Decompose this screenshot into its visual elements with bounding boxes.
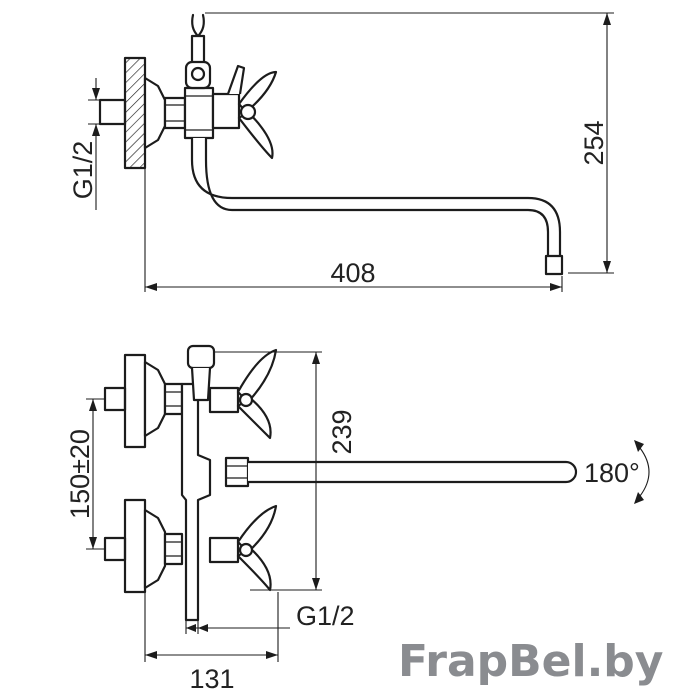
mixer-body-vertical	[180, 382, 212, 622]
diverter-hook	[191, 13, 205, 38]
long-spout	[248, 460, 578, 484]
upper-cartridge	[208, 386, 240, 414]
brand-watermark: FrapBel.by	[398, 636, 663, 687]
diverter-knob	[184, 60, 212, 90]
handle-lever-lower	[237, 110, 274, 160]
upper-lever-bottom	[236, 396, 272, 440]
dim-g12-top-label: G1/2	[68, 141, 98, 200]
top-view: 254 408 G1/2	[68, 12, 614, 292]
front-view: 180° 239 150±20 G1/2 131	[65, 344, 650, 694]
lower-nut	[163, 532, 184, 566]
lower-handle-hub	[238, 542, 254, 558]
spout-swivel-nut	[224, 456, 250, 488]
handle-lever-upper	[237, 70, 278, 114]
eccentric-nut	[163, 96, 187, 130]
dim-g12-front-label: G1/2	[296, 601, 355, 631]
upper-wall-flange	[123, 353, 147, 449]
dim-408-label: 408	[330, 258, 375, 288]
front-diverter-knob	[186, 344, 216, 370]
upper-pipe-stub	[103, 386, 127, 412]
lower-lever-top	[236, 504, 278, 554]
lower-pipe-stub	[103, 536, 127, 562]
upper-escutcheon	[143, 360, 167, 438]
lower-wall-flange	[123, 498, 147, 594]
dim-239-label: 239	[327, 409, 357, 454]
valve-cartridge	[211, 92, 241, 130]
rotation-arc	[639, 447, 650, 497]
dim-254-label: 254	[579, 120, 609, 165]
wall-flange-hatched	[123, 56, 147, 170]
escutcheon	[143, 76, 167, 150]
lower-escutcheon	[143, 508, 167, 590]
diverter-knob-center	[190, 66, 206, 82]
front-diverter-stem	[190, 367, 212, 402]
diverter-stem	[190, 34, 206, 66]
handle-upper-flag	[226, 64, 246, 95]
upper-nut	[163, 382, 184, 416]
spout-aerator	[544, 254, 564, 276]
upper-lever-top	[236, 348, 278, 404]
dim-150-label: 150±20	[65, 429, 95, 519]
dim-131-label: 131	[189, 664, 234, 694]
upper-handle-hub	[238, 392, 254, 408]
spout-pipe	[190, 138, 562, 268]
dim-180-label: 180°	[584, 458, 640, 488]
lower-cartridge	[208, 536, 240, 564]
handle-hub	[239, 103, 257, 121]
wall-pipe-stub	[98, 98, 127, 126]
